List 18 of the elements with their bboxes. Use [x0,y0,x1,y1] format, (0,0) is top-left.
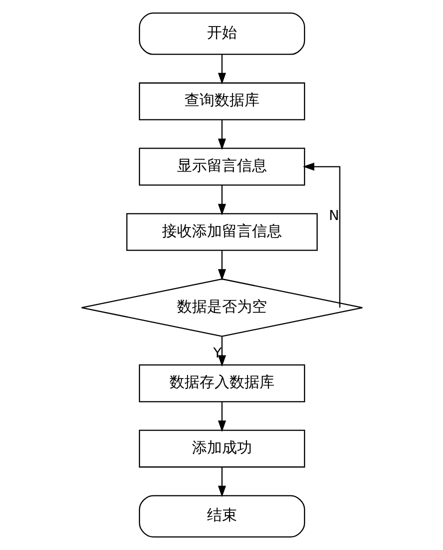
edge-label: N [328,208,339,224]
arrow [302,162,340,308]
node-box: 结束 [138,495,305,538]
arrow [217,250,226,281]
edge-label: Y [212,345,222,362]
node-diamond: 数据是否为空 [80,278,362,337]
arrow [217,120,226,150]
node-box: 显示留言信息 [138,148,305,186]
arrow [217,402,226,432]
arrow [217,54,226,84]
node-box: 接收添加留言信息 [126,213,318,251]
arrow [217,185,226,216]
arrow [217,467,226,498]
node-box: 添加成功 [138,430,305,468]
node-box: 查询数据库 [138,82,305,120]
node-box: 数据存入数据库 [138,364,305,402]
arrow [217,336,226,367]
node-box: 开始 [138,12,305,55]
